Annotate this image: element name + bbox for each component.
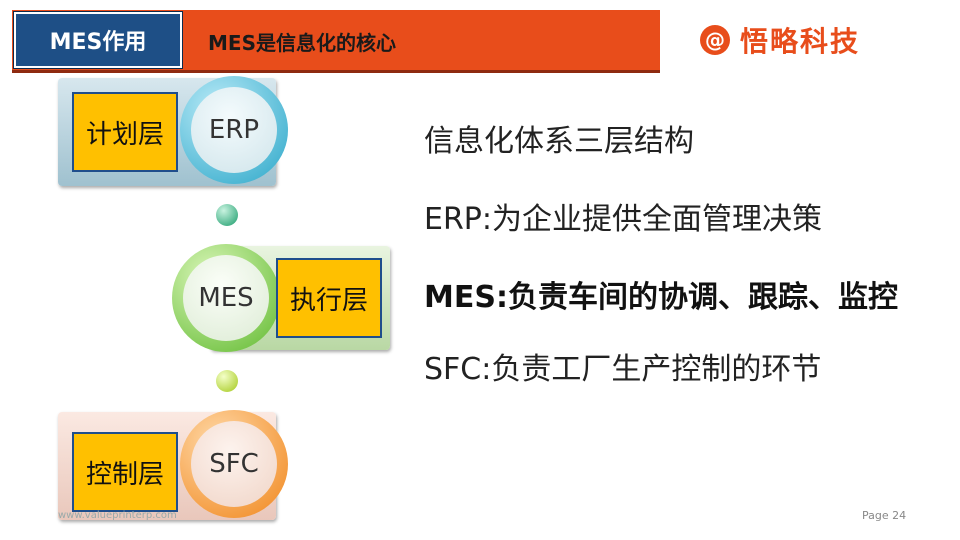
logo-text: 悟略科技 <box>740 25 861 58</box>
content-line-4: SFC:负责工厂生产控制的环节 <box>424 352 822 387</box>
mes-layer-box: 执行层 <box>276 258 382 338</box>
page-number: Page 24 <box>862 509 907 522</box>
erp-layer-box: 计划层 <box>72 92 178 172</box>
footer-url: www.valueprinterp.com <box>58 510 177 521</box>
connector-dot-bottom <box>216 370 238 392</box>
section-tab: MES作用 <box>14 12 182 68</box>
erp-circle: ERP <box>191 87 277 173</box>
logo-at-icon: @ <box>700 25 730 55</box>
content-line-2: ERP:为企业提供全面管理决策 <box>424 202 822 237</box>
company-logo: @ 悟略科技 <box>700 20 860 60</box>
sfc-circle: SFC <box>191 421 277 507</box>
header-underline <box>12 70 660 73</box>
slide-subtitle: MES是信息化的核心 <box>208 31 396 55</box>
sfc-layer-box: 控制层 <box>72 432 178 512</box>
content-line-1: 信息化体系三层结构 <box>424 124 694 159</box>
connector-dot-top <box>216 204 238 226</box>
content-line-3: MES:负责车间的协调、跟踪、监控 <box>424 280 898 315</box>
mes-circle: MES <box>183 255 269 341</box>
